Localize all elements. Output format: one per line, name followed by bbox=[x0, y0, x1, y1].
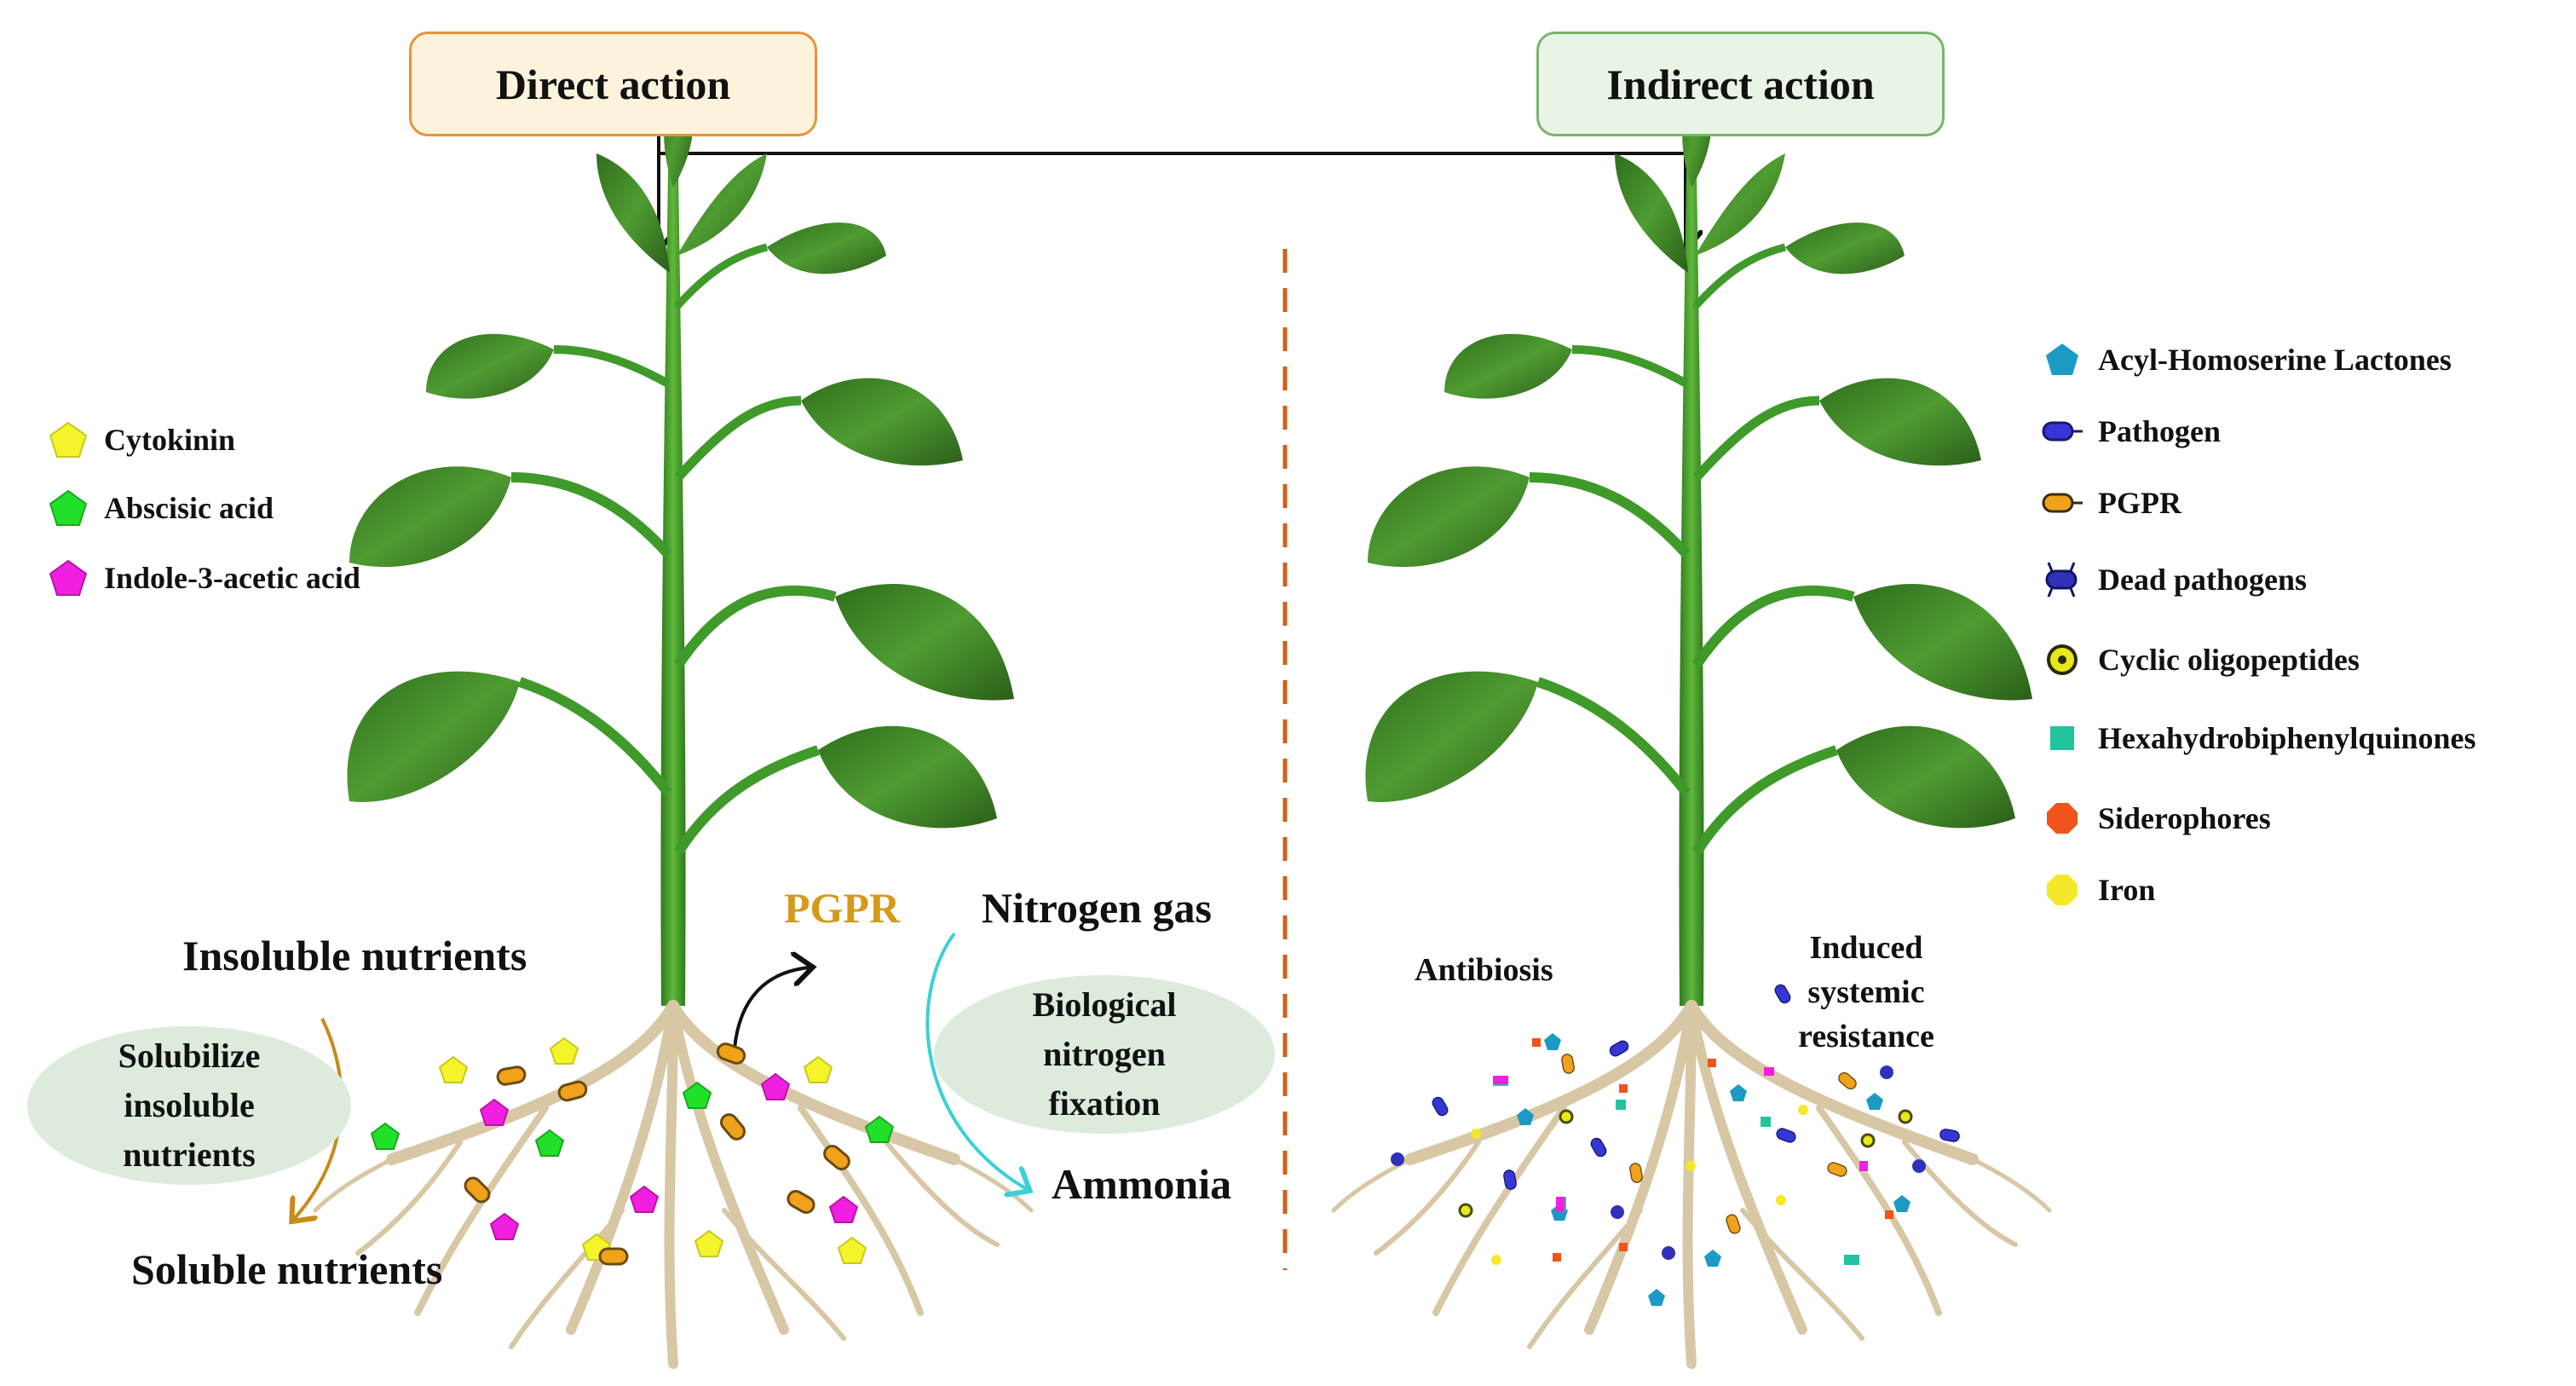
indirect-action-header: Indirect action bbox=[1536, 32, 1945, 136]
legend-indole-acetic-acid: Indole-3-acetic acid bbox=[46, 557, 360, 598]
bacterium-icon bbox=[2042, 421, 2083, 442]
legend-ahl: Acyl-Homoserine Lactones bbox=[2040, 339, 2452, 380]
direct-action-label: Direct action bbox=[495, 60, 731, 108]
legend-label: Abscisic acid bbox=[104, 491, 274, 525]
legend-iron: Iron bbox=[2040, 869, 2155, 910]
solubilize-bubble: Solubilize insoluble nutrients bbox=[27, 1026, 351, 1185]
ring-icon bbox=[2047, 644, 2078, 675]
legend-abscisic-acid: Abscisic acid bbox=[46, 488, 274, 528]
legend-siderophores: Siderophores bbox=[2040, 798, 2271, 839]
legend-label: Hexahydrobiphenylquinones bbox=[2098, 721, 2476, 755]
legend-label: Indole-3-acetic acid bbox=[104, 561, 360, 595]
nitrogen-fixation-arrow bbox=[925, 932, 1027, 1189]
solubilize-label: Solubilize insoluble nutrients bbox=[118, 1037, 261, 1174]
dead-pathogen-icon bbox=[2045, 562, 2078, 598]
insoluble-nutrients-label: Insoluble nutrients bbox=[182, 932, 527, 979]
direct-plant bbox=[315, 68, 1031, 1364]
bacterium-icon bbox=[2042, 493, 2083, 513]
octagon-icon bbox=[2047, 875, 2078, 905]
legend-label: Siderophores bbox=[2098, 801, 2271, 835]
nitrogen-gas-label: Nitrogen gas bbox=[982, 884, 1212, 932]
square-icon bbox=[2050, 726, 2074, 750]
legend-cyclic-oligopeptides: Cyclic oligopeptides bbox=[2040, 639, 2360, 680]
pgpr-arrow bbox=[733, 967, 810, 1049]
nitrogen-fixation-label: Biological nitrogen fixation bbox=[1032, 985, 1177, 1123]
pgpr-label: PGPR bbox=[784, 884, 901, 932]
pentagon-icon bbox=[49, 559, 88, 596]
legend-hexahydrobiphenylquinones: Hexahydrobiphenylquinones bbox=[2040, 718, 2476, 759]
antibiosis-label: Antibiosis bbox=[1415, 952, 1553, 988]
legend-dead-pathogens: Dead pathogens bbox=[2040, 559, 2307, 600]
legend-label: Dead pathogens bbox=[2098, 563, 2308, 597]
pentagon-icon bbox=[49, 421, 88, 458]
indirect-action-label: Indirect action bbox=[1606, 60, 1875, 108]
legend-label: PGPR bbox=[2098, 486, 2181, 520]
legend-label: Cytokinin bbox=[104, 423, 236, 457]
legend-cytokinin: Cytokinin bbox=[46, 419, 235, 460]
pentagon-icon bbox=[2046, 344, 2078, 375]
legend-label: Pathogen bbox=[2098, 414, 2221, 448]
legend-label: Cyclic oligopeptides bbox=[2098, 643, 2360, 677]
legend-label: Acyl-Homoserine Lactones bbox=[2098, 343, 2452, 377]
nitrogen-fixation-bubble: Biological nitrogen fixation bbox=[934, 975, 1275, 1134]
ammonia-label: Ammonia bbox=[1052, 1160, 1232, 1208]
indirect-root-markers bbox=[1391, 982, 1961, 1306]
direct-root-markers bbox=[370, 1037, 895, 1266]
legend-pgpr: PGPR bbox=[2040, 482, 2181, 523]
legend-label: Iron bbox=[2098, 873, 2156, 907]
soluble-nutrients-label: Soluble nutrients bbox=[131, 1245, 443, 1293]
induced-systemic-resistance-label: Induced systemic resistance bbox=[1798, 930, 1934, 1054]
direct-action-header: Direct action bbox=[409, 32, 817, 136]
octagon-icon bbox=[2047, 803, 2078, 834]
legend-pathogen: Pathogen bbox=[2040, 411, 2221, 452]
pentagon-icon bbox=[49, 489, 88, 526]
